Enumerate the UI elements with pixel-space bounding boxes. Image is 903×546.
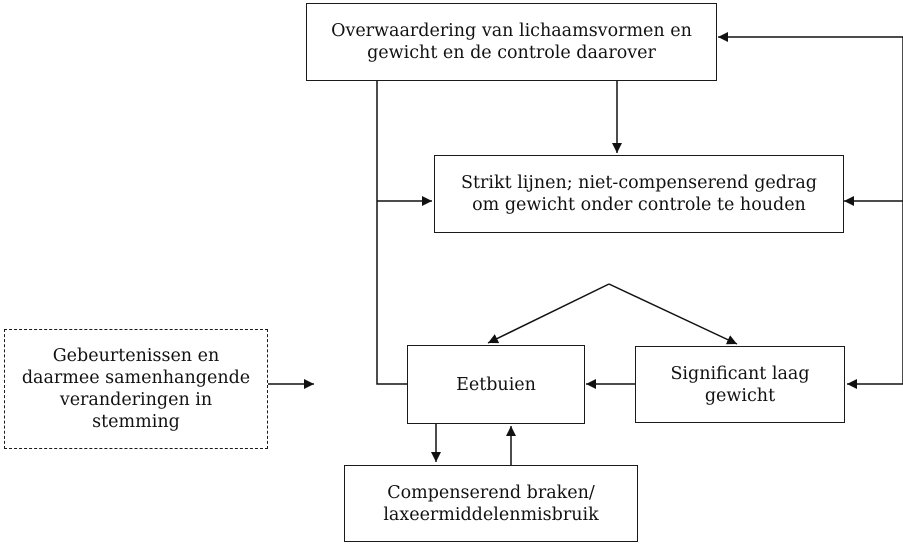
node-dieting: Strikt lijnen; niet-compenserend gedrag … <box>434 155 844 233</box>
node-events-line3: veranderingen in <box>59 390 213 410</box>
node-low-weight: Significant laag gewicht <box>635 346 845 423</box>
node-events-line4: stemming <box>92 412 180 432</box>
edge-binge-left-loop <box>376 81 407 385</box>
node-dieting-line2: om gewicht onder controle te houden <box>472 195 806 215</box>
node-events: Gebeurtenissen en daarmee samenhangende … <box>4 329 268 449</box>
node-low-weight-line2: gewicht <box>704 385 776 406</box>
node-dieting-line1: Strikt lijnen; niet-compenserend gedrag <box>461 173 817 193</box>
node-binge: Eetbuien <box>407 345 585 424</box>
edge-fork-to-binge <box>487 283 610 344</box>
node-compensatory-line1: Compenserend braken/ <box>387 482 595 503</box>
node-compensatory-line2: laxeermiddelenmisbruik <box>383 504 599 525</box>
node-low-weight-line1: Significant laag <box>670 363 810 384</box>
node-binge-line1: Eetbuien <box>456 374 536 395</box>
node-events-line1: Gebeurtenissen en <box>52 346 220 366</box>
node-overvaluation: Overwaardering van lichaamsvormen en gew… <box>306 3 717 81</box>
node-compensatory: Compenserend braken/ laxeermiddelenmisbr… <box>344 465 638 542</box>
node-overvaluation-line1: Overwaardering van lichaamsvormen en <box>331 21 692 41</box>
edge-fork-to-low-weight <box>608 283 738 345</box>
node-overvaluation-line2: gewicht en de controle daarover <box>367 43 656 63</box>
node-events-line2: daarmee samenhangende <box>21 368 251 388</box>
edge-right-loop <box>718 32 903 384</box>
